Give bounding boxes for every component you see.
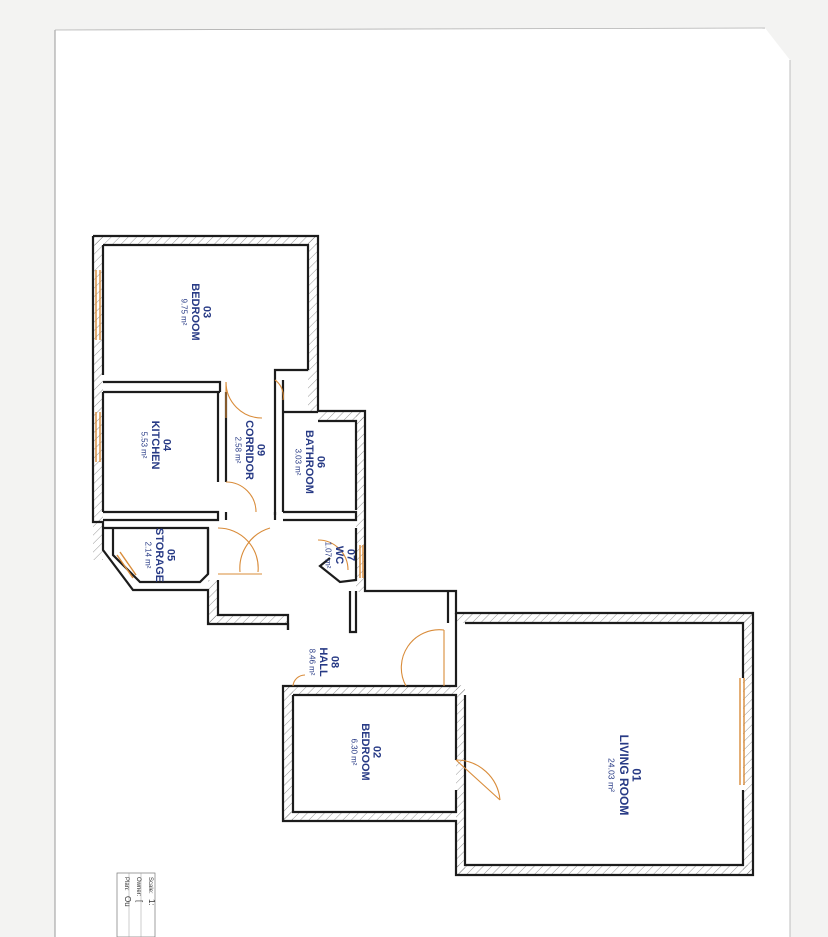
door-living-room bbox=[400, 629, 445, 687]
paper-sheet bbox=[55, 28, 790, 937]
room-number: 04 bbox=[161, 439, 173, 452]
room-name: KITCHEN bbox=[149, 421, 161, 470]
doors bbox=[217, 379, 501, 801]
owner-label: Owner: bbox=[135, 877, 141, 897]
title-block: Plan: Owner: Scale: Ou [ 1: bbox=[116, 872, 156, 937]
room-name: HALL bbox=[317, 647, 329, 677]
room-area: 9.75 m² bbox=[180, 299, 189, 326]
scale-value: 1: bbox=[147, 899, 156, 906]
window-storage bbox=[116, 554, 134, 579]
sheet-border-top bbox=[54, 27, 766, 31]
room-area: 2.58 m² bbox=[234, 437, 243, 464]
room-area: 3.03 m² bbox=[294, 449, 303, 476]
room-area: 1.07 m² bbox=[324, 542, 333, 569]
room-area: 24.03 m² bbox=[607, 758, 617, 792]
room-number: 05 bbox=[165, 549, 177, 561]
door-wc bbox=[317, 539, 349, 571]
room-number: 01 bbox=[630, 768, 644, 782]
owner-value: [ bbox=[135, 900, 144, 903]
room-name: WC bbox=[333, 546, 345, 564]
room-name: LIVING ROOM bbox=[617, 735, 631, 816]
door-bedroom-02 bbox=[455, 759, 501, 801]
plan-label: Plan: bbox=[123, 877, 129, 891]
room-area: 5.53 m² bbox=[140, 432, 149, 459]
room-area: 6.30 m² bbox=[350, 739, 359, 766]
windows bbox=[95, 270, 745, 785]
room-area: 2.14 m² bbox=[144, 542, 153, 569]
room-name: BATHROOM bbox=[303, 430, 315, 494]
room-number: 08 bbox=[329, 656, 341, 668]
scale-label: Scale: bbox=[147, 877, 153, 894]
room-number: 06 bbox=[315, 456, 327, 468]
room-number: 02 bbox=[371, 746, 383, 758]
door-storage bbox=[217, 527, 259, 573]
room-name: CORRIDOR bbox=[243, 420, 255, 480]
room-name: STORAGE bbox=[153, 528, 165, 582]
wall-hatching bbox=[93, 236, 753, 875]
room-number: 03 bbox=[201, 306, 213, 318]
room-name: BEDROOM bbox=[359, 723, 371, 780]
plan-value: Ou bbox=[123, 896, 132, 907]
door-bathroom bbox=[274, 379, 284, 401]
room-number: 09 bbox=[255, 444, 267, 456]
door-bedroom-03 bbox=[225, 381, 263, 419]
door-kitchen bbox=[225, 481, 257, 513]
room-number: 07 bbox=[345, 549, 357, 561]
walls bbox=[91, 234, 755, 877]
room-area: 8.46 m² bbox=[308, 649, 317, 676]
room-name: BEDROOM bbox=[189, 283, 201, 340]
